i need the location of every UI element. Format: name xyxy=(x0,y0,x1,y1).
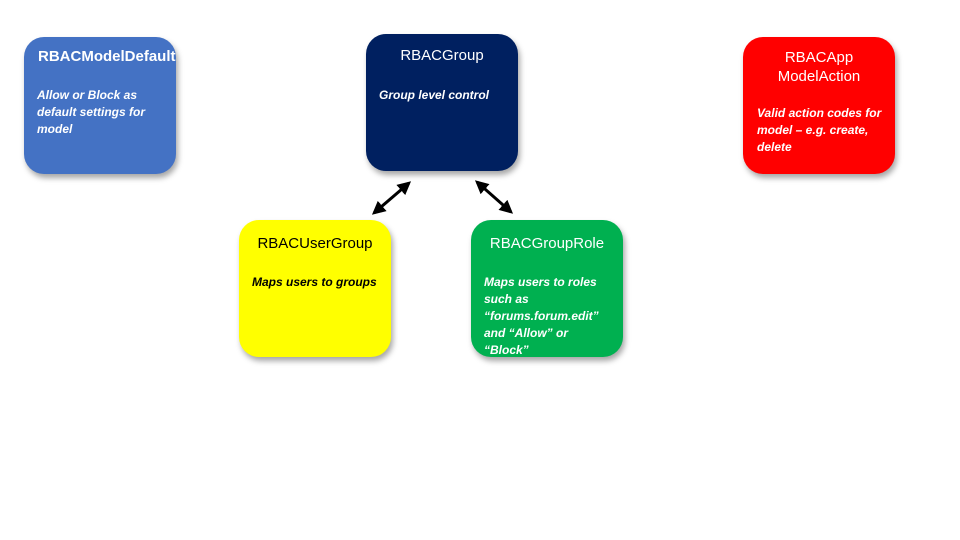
rbac-user-group-box: RBACUserGroup Maps users to groups xyxy=(239,220,391,357)
rbac-user-group-title: RBACUserGroup xyxy=(257,235,373,252)
rbac-app-model-action-description: Valid action codes for model – e.g. crea… xyxy=(757,106,882,154)
rbac-group-description: Group level control xyxy=(379,88,490,102)
rbac-model-default-title: RBACModelDefault xyxy=(38,48,176,65)
rbac-group-role-title: RBACGroupRole xyxy=(489,235,605,252)
rbac-app-model-action-title: RBACApp ModelAction xyxy=(777,49,861,85)
rbac-group-box: RBACGroup Group level control xyxy=(366,34,518,171)
group-to-usergroup-arrow xyxy=(371,181,412,215)
rbac-app-model-action-box: RBACApp ModelAction Valid action codes f… xyxy=(743,37,895,174)
rbac-model-default-box: RBACModelDefault Allow or Block as defau… xyxy=(24,37,176,174)
rbac-user-group-description: Maps users to groups xyxy=(252,275,377,289)
rbac-group-role-description: Maps users to roles such as “forums.foru… xyxy=(484,275,599,357)
rbac-group-role-box: RBACGroupRole Maps users to roles such a… xyxy=(471,220,623,357)
group-to-grouprole-arrow xyxy=(474,180,514,214)
rbac-model-default-description: Allow or Block as default settings for m… xyxy=(37,88,146,136)
rbac-group-title: RBACGroup xyxy=(400,47,484,64)
